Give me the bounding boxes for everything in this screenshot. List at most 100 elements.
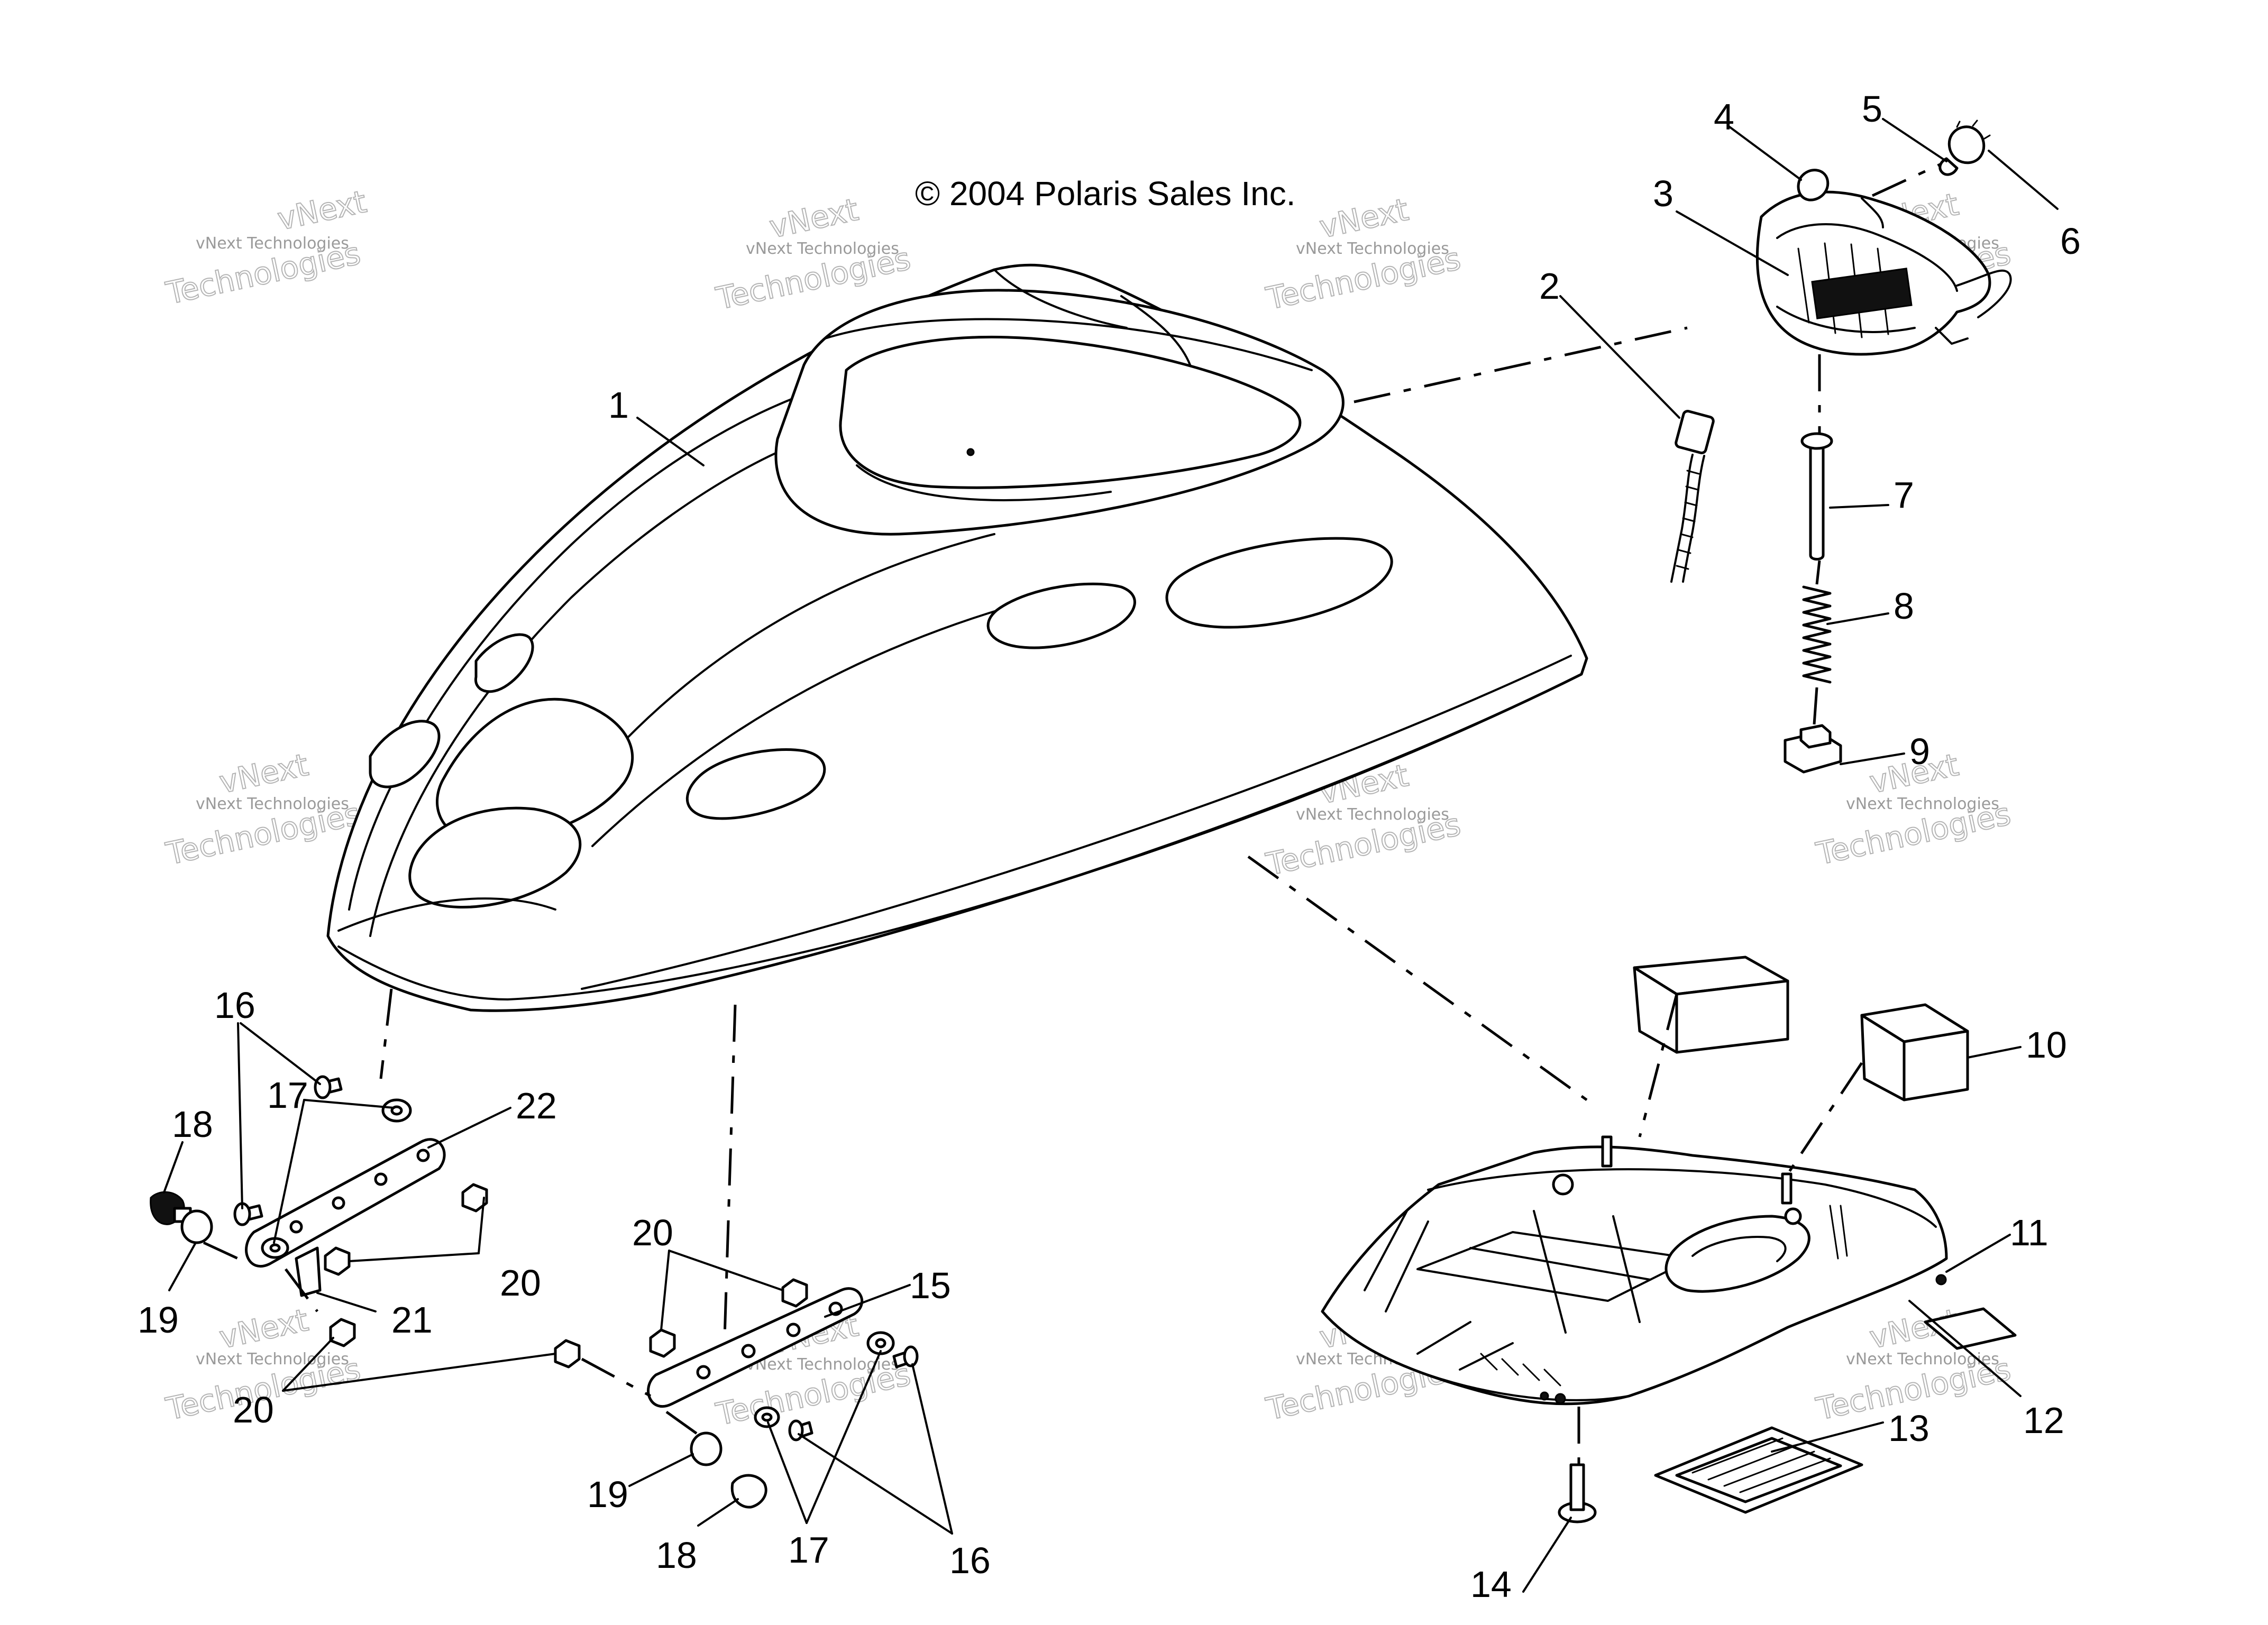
alignment-line — [665, 1410, 705, 1440]
alignment-line — [1638, 994, 1678, 1137]
watermark-text: vNext Technologies — [196, 795, 349, 813]
leader-line — [316, 1292, 377, 1312]
alignment-line — [379, 988, 393, 1079]
bolt-head — [314, 1075, 332, 1099]
leader-line — [824, 1284, 911, 1318]
latch-pin — [1809, 437, 1825, 561]
bulb-flange — [1956, 120, 1991, 140]
bracket-right — [647, 1287, 864, 1408]
latch-pin-assembly — [1784, 432, 1842, 774]
alignment-lines — [203, 162, 1942, 1465]
bracket-hole — [289, 1220, 303, 1234]
belly-pan-bottom — [1427, 1374, 1630, 1401]
nut — [329, 1318, 356, 1347]
callout-9: 9 — [1909, 731, 1930, 772]
watermark: vNext Technologies vNext Technologies — [162, 183, 370, 312]
callout-20b: 20 — [233, 1389, 274, 1430]
leader-line — [1522, 1517, 1572, 1593]
leader-line — [806, 1350, 882, 1524]
belly-pan-rib — [1364, 1210, 1514, 1371]
hood — [326, 263, 1588, 1012]
alignment-line — [285, 1268, 318, 1312]
belly-pan-boss — [1784, 1207, 1802, 1225]
callout-10: 10 — [2026, 1024, 2067, 1066]
watermark-text: vNext Technologies — [1296, 805, 1449, 824]
hood-side-vent — [1165, 537, 1393, 629]
windshield-panel — [839, 336, 1302, 489]
leader-line — [282, 1337, 334, 1392]
grille-slats — [1691, 1437, 1831, 1493]
bracket-tab — [295, 1246, 322, 1297]
leader-line — [240, 1022, 321, 1085]
bracket-hole — [332, 1196, 345, 1210]
callout-6: 6 — [2060, 221, 2081, 262]
belly-pan — [1321, 1135, 1948, 1406]
watermark-text: vNext — [216, 1302, 312, 1356]
belly-pan-vents — [1480, 1353, 1561, 1387]
hood-side-vent — [986, 582, 1136, 649]
leader-line — [668, 1250, 784, 1291]
watermark-text: vNext Technologies — [1846, 1350, 1999, 1369]
hood-intake — [685, 748, 826, 820]
watermark-text: vNext Technologies — [746, 1355, 899, 1374]
callout-1: 1 — [608, 384, 629, 426]
latch-pin-head — [1800, 432, 1833, 450]
hood-nose-contour — [348, 380, 847, 911]
nut — [781, 1278, 808, 1308]
leader-line — [697, 1498, 739, 1527]
grille-plate — [1654, 1426, 1863, 1514]
callouts: 1 2 3 4 5 6 7 8 9 10 11 12 13 14 15 16 1… — [138, 88, 2081, 1605]
watermark-text: vNext Technologies — [1296, 240, 1449, 258]
callout-13: 13 — [1888, 1408, 1929, 1449]
leader-line — [163, 1141, 184, 1193]
headlight-wire — [1861, 197, 1884, 228]
leader-line — [911, 1363, 953, 1535]
leader-line — [1988, 150, 2059, 210]
grille-inner — [1675, 1437, 1842, 1503]
headlight-label-area — [1811, 268, 1913, 319]
leader-line — [1771, 1421, 1884, 1453]
leader-line — [660, 1250, 670, 1331]
decal — [1924, 1307, 2017, 1350]
connector-wire — [1682, 455, 1705, 583]
leader-line — [1908, 1300, 2022, 1397]
leader-line — [303, 1099, 395, 1109]
alignment-line — [581, 1357, 652, 1398]
latch-knob-top — [1799, 724, 1832, 749]
leader-line — [478, 1197, 485, 1254]
bulb-base — [1947, 125, 1986, 164]
leader-line — [237, 1022, 243, 1209]
foam-blocks — [1633, 956, 1969, 1101]
callout-19a: 19 — [138, 1299, 179, 1341]
hood-nose-contour — [369, 433, 826, 937]
hood-side-panel — [581, 655, 1572, 990]
hardware — [150, 1075, 919, 1509]
connector-housing — [1675, 409, 1715, 455]
alignment-line — [1815, 560, 1821, 585]
nut — [324, 1246, 351, 1276]
leader-line — [1729, 126, 1802, 181]
alignment-line — [1354, 326, 1688, 403]
hood-nose-line — [337, 897, 556, 932]
bracket-left — [245, 1138, 446, 1297]
headlight-mount-tab — [1935, 327, 1969, 345]
callout-8: 8 — [1894, 585, 1914, 627]
bulb-socket — [1797, 169, 1830, 201]
leader-line — [1676, 210, 1789, 276]
leader-line — [168, 1242, 197, 1291]
belly-pan-post — [1781, 1172, 1793, 1205]
bracket-hole — [374, 1172, 388, 1186]
copyright-text: © 2004 Polaris Sales Inc. — [915, 175, 1296, 213]
callout-12: 12 — [2023, 1400, 2064, 1441]
watermark-text: vNext — [766, 191, 862, 245]
leader-line — [427, 1107, 511, 1149]
leader-lines — [163, 118, 2059, 1593]
washer-hole — [875, 1338, 886, 1348]
hood-top-ridge — [993, 269, 1128, 329]
watermark-text: vNext Technologies — [746, 240, 899, 258]
alignment-line — [1786, 1062, 1863, 1175]
leader-line — [1882, 118, 1947, 162]
screw — [1558, 1463, 1597, 1523]
callout-17a: 17 — [267, 1075, 308, 1116]
